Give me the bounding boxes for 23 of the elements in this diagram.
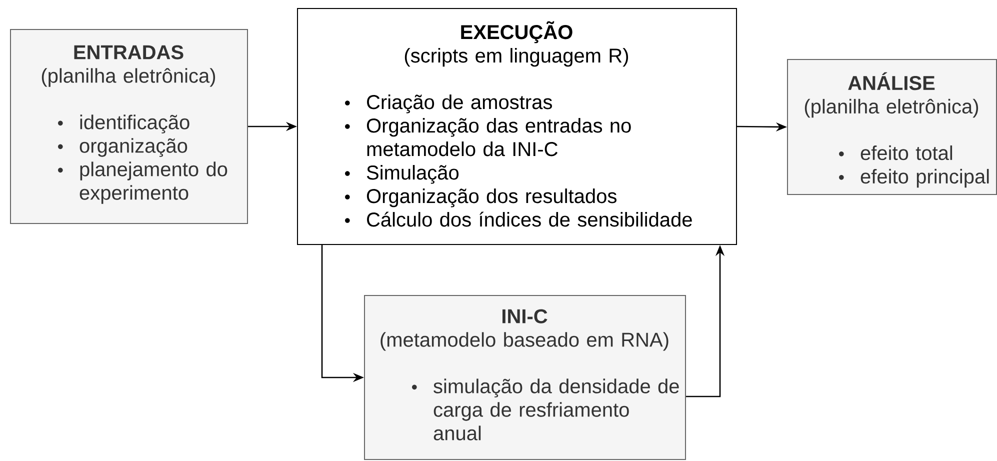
list-item: efeito principal — [839, 168, 989, 188]
box-subtitle: (metamodelo baseado em RNA) — [380, 332, 668, 351]
list-item: identificação — [58, 114, 190, 134]
process-box — [787, 59, 997, 195]
box-subtitle: (planilha eletrônica) — [804, 98, 978, 118]
box-heading: INI-C — [502, 309, 548, 324]
box-heading: EXECUÇÃO — [461, 21, 572, 44]
list-item: Simulação — [345, 165, 459, 184]
process-box — [10, 29, 248, 224]
process-box — [297, 8, 737, 245]
list-item: Cálculo dos índices de sensibilidade — [345, 212, 692, 227]
list-item: Organização das entradas no metamodelo da INI-C — [345, 118, 631, 156]
process-box — [364, 295, 686, 460]
box-heading: ENTRADAS — [74, 45, 184, 60]
list-item: efeito total — [839, 145, 952, 160]
list-item: planejamento do experimento — [58, 162, 228, 204]
box-subtitle: (planilha eletrônica) — [42, 68, 216, 87]
list-item: Criação de amostras — [345, 94, 552, 114]
box-heading: ANÁLISE — [848, 72, 935, 90]
box-subtitle: (scripts em linguagem R) — [404, 48, 628, 67]
list-item: organização — [58, 138, 188, 157]
list-item: Organização dos resultados — [345, 188, 616, 208]
list-item: simulação da densidade de carga de resfriamento anual — [412, 378, 679, 440]
